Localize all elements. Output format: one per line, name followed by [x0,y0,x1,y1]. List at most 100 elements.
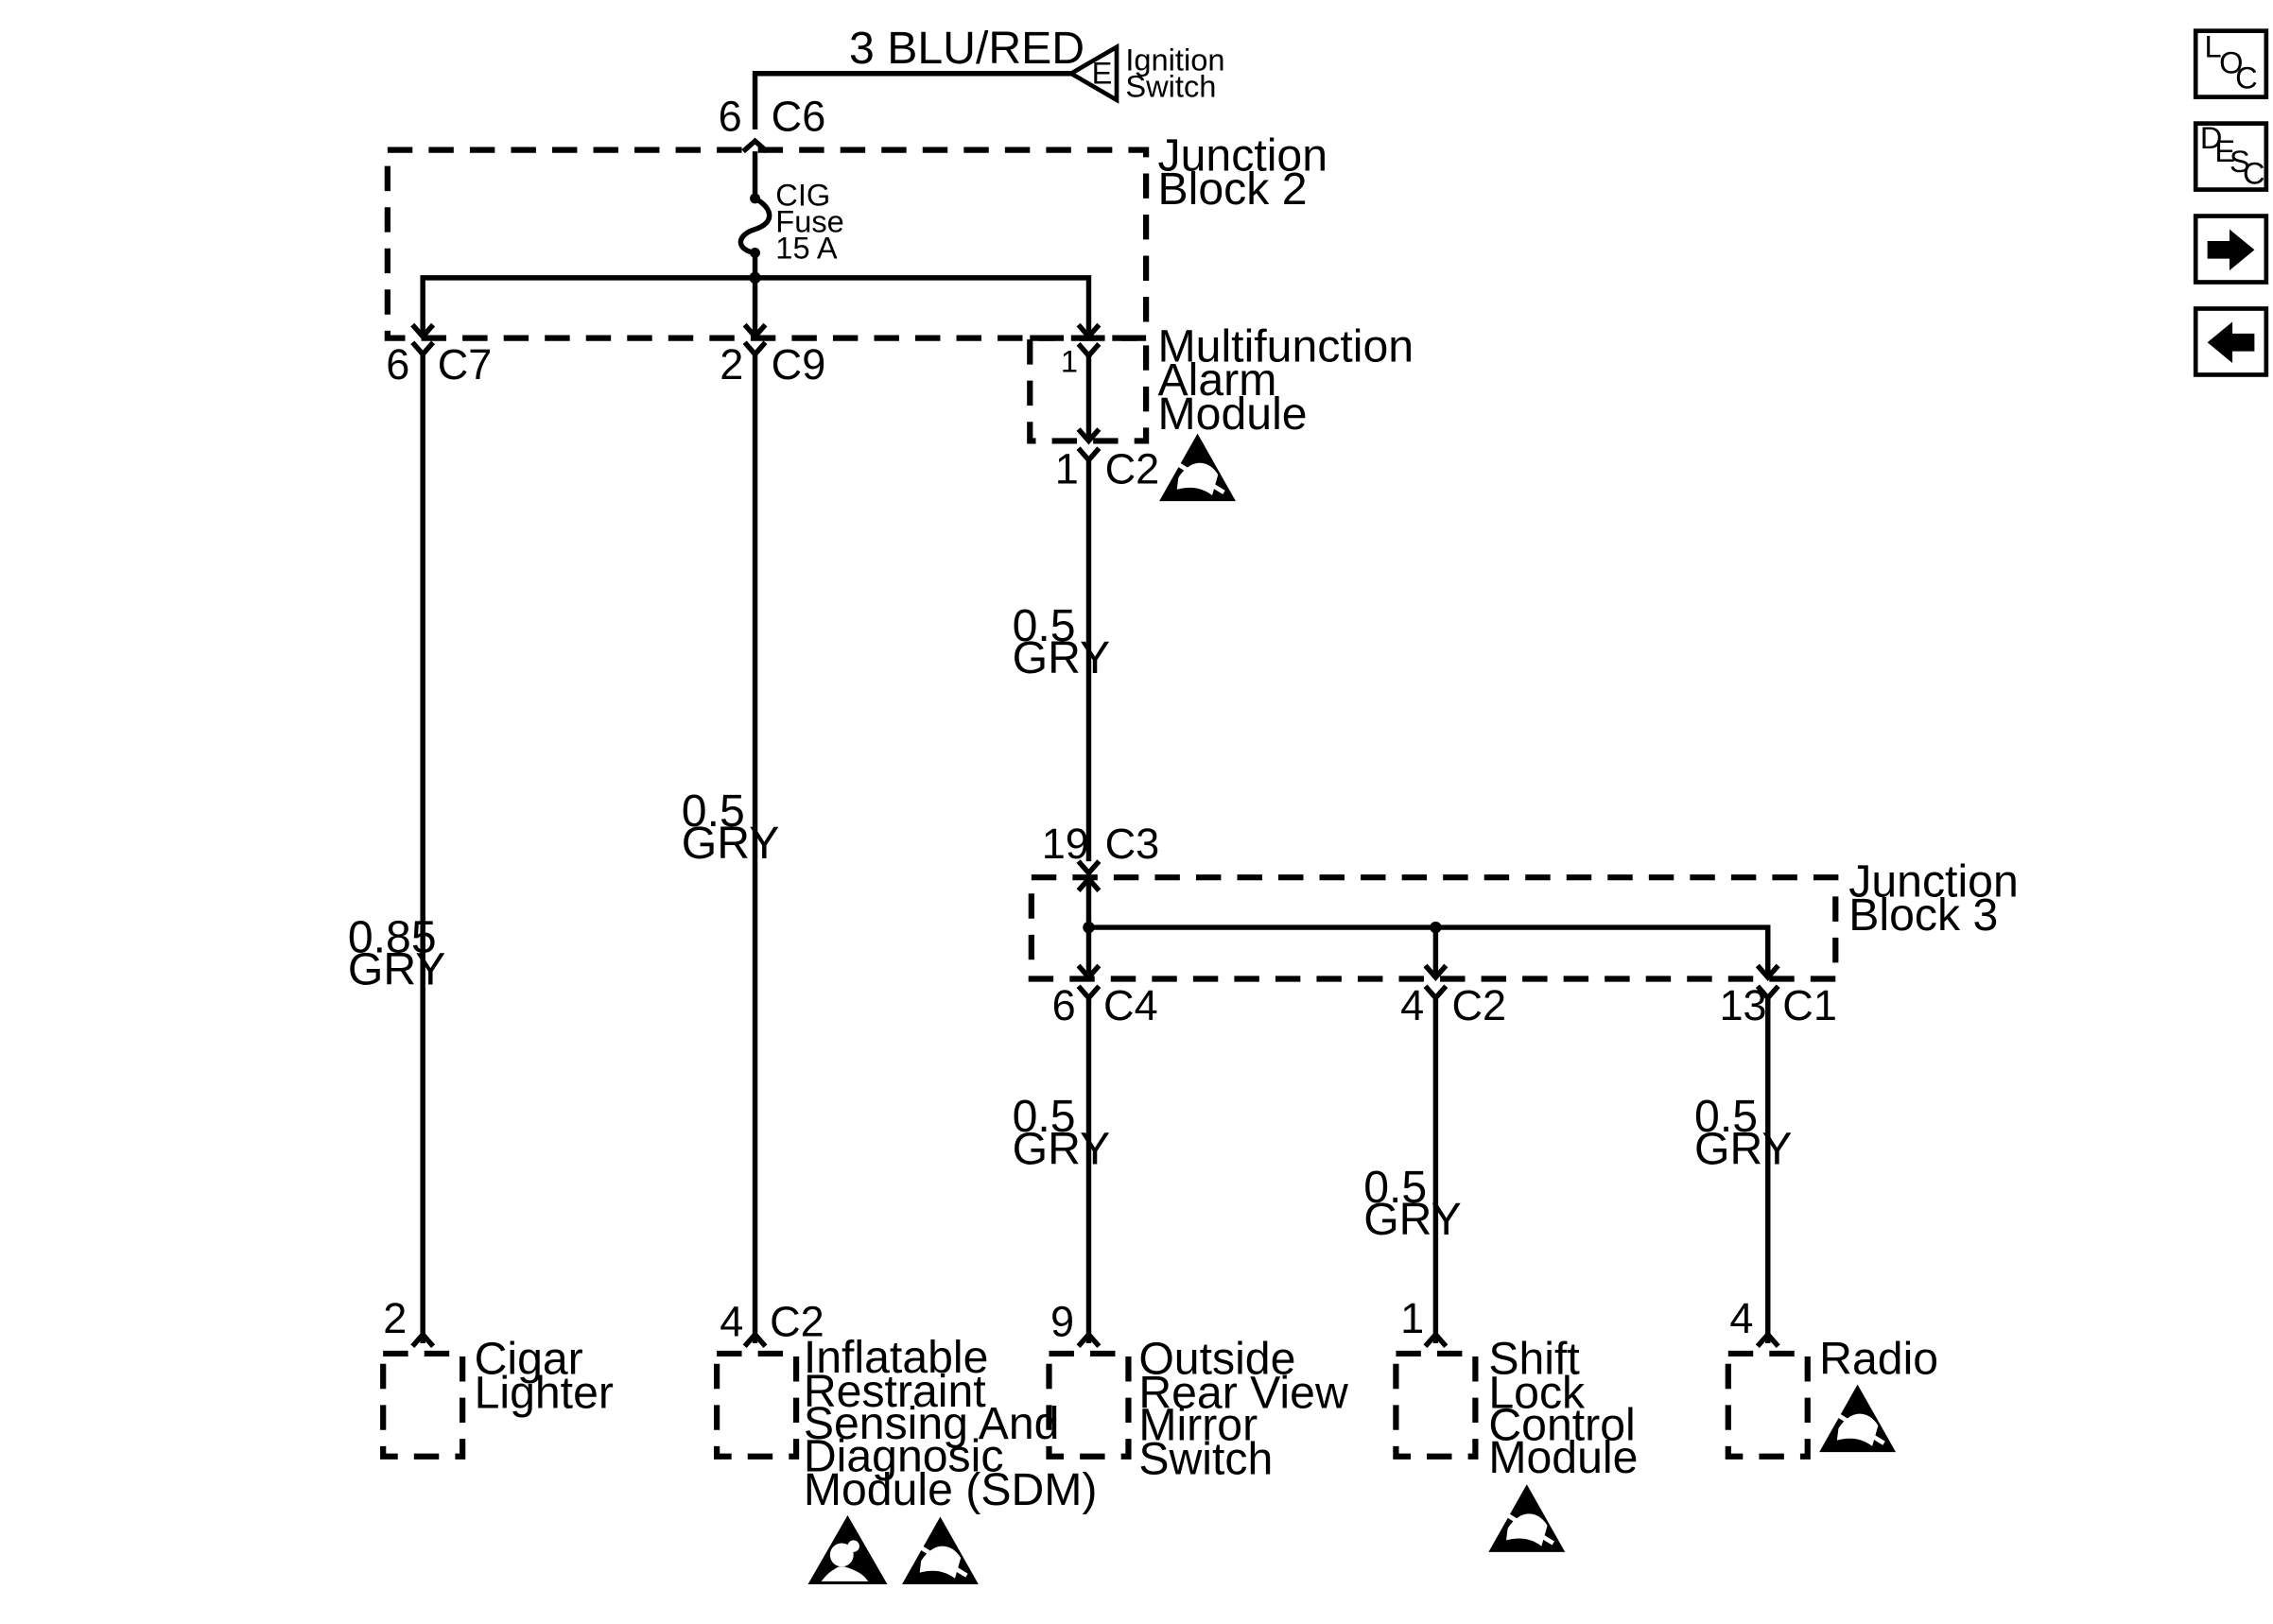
radio-connector-icon [1755,1330,1780,1348]
jb3-c4-pin: 6 [1052,981,1076,1029]
fuse-label-1: CIG [775,178,830,213]
sdm-connector: C2 [770,1297,824,1345]
jb3-arrow-c1 [1755,963,1780,982]
junction-block-2-title-2: Block 2 [1158,164,1308,215]
mirror-label-2: Rear View [1138,1367,1348,1418]
wire-3-blu-red [752,71,1071,130]
wire-cigar-color: GRY [348,944,446,995]
ignition-switch-label-2: Switch [1125,69,1216,104]
jb3-c1-pin: 13 [1719,981,1766,1029]
junction-block-2-title-1: Junction [1158,130,1327,181]
prev-button[interactable] [2193,306,2269,377]
alarm-c2-pin: 1 [1055,445,1079,493]
alarm-title-2: Alarm [1158,354,1277,406]
wire-radio-color: GRY [1694,1123,1793,1174]
fuse-label-2: Fuse [775,204,844,239]
wire-sdm-color: GRY [682,818,780,869]
jb2-arrow-c9 [742,322,768,341]
esd-sensitive-icon [1159,434,1236,502]
junction-block-3: 19 C3 Junction Block 3 6 C4 4 C2 13 C1 [1028,820,2019,1029]
c7-connector: C7 [438,340,493,389]
alarm-c2-connector: C2 [1105,445,1160,493]
jb3-c2-pin: 4 [1400,981,1424,1029]
shift-lock-label-2: Lock [1488,1367,1586,1418]
mirror-label-3: Mirror [1138,1400,1258,1451]
radio: 4 Radio [1725,1294,1938,1460]
esd-sensitive-icon [1488,1484,1565,1552]
next-button[interactable] [2193,214,2269,285]
wire-shift-size: 0.5 [1363,1162,1427,1213]
sdm-module: 4 C2 Inflatable Restraint Sensing And Di… [714,1297,1098,1585]
loc-button-frame[interactable] [2193,28,2269,99]
radio-outline [1725,1350,1811,1460]
arrow-right-icon[interactable] [2207,229,2255,271]
source-wire-label: 3 BLU/RED [849,23,1084,74]
desc-letter-s: S [2230,144,2250,179]
mirror-label-1: Outside [1138,1334,1295,1385]
jb2-input-pin: 6 [719,92,742,140]
wire-mirror-size: 0.5 [1013,1091,1076,1142]
sdm-label-5: Module (SDM) [804,1464,1098,1515]
alarm-inside-pin: 1 [1061,343,1078,378]
alarm-module-outline [1027,335,1150,444]
sdm-pin: 4 [720,1297,743,1345]
mirror-connector-icon [1076,1330,1102,1348]
jb3-arrow-c2 [1423,963,1449,982]
c7-connector-icon [410,340,436,358]
c9-connector: C9 [772,340,826,389]
multifunction-alarm-module: 1 Multifunction Alarm Module 1 C2 [1027,320,1414,502]
jb3-c2-connector: C2 [1451,981,1506,1029]
loc-button[interactable]: L O C [2193,28,2269,99]
junction-block-2: Junction Block 2 6 C6 CIG Fuse 15 A 6 C7… [384,92,1327,389]
arrow-left-icon[interactable] [2207,321,2255,364]
esd-sensitive-icon [1819,1385,1896,1453]
shift-lock-connector-icon [1423,1330,1449,1348]
sdm-label-3: Sensing And [804,1398,1060,1449]
wire-alarm-color: GRY [1013,632,1111,683]
junction-block-3-title-2: Block 3 [1848,890,1998,941]
wire-mirror-color: GRY [1013,1123,1111,1174]
connector-e-letter: E [1092,56,1113,91]
connector-e-arrow-icon [1067,43,1119,104]
cig-fuse-icon [737,196,772,256]
alarm-in-connector-icon [1076,342,1102,360]
radio-label: Radio [1819,1334,1938,1385]
jb3-node-2 [1430,921,1442,934]
c7-pin: 6 [386,340,409,389]
shift-lock-pin: 1 [1400,1294,1424,1342]
airbag-icon [807,1514,888,1585]
cigar-connector-icon [410,1330,436,1348]
wire-alarm-size: 0.5 [1013,600,1076,651]
jb3-arrow-c4 [1076,963,1102,982]
radio-pin: 4 [1729,1294,1753,1342]
wire-sdm-size: 0.5 [682,786,745,837]
sdm-label-2: Restraint [804,1366,986,1417]
junction-block-3-title-1: Junction [1848,855,2018,907]
sdm-label-4: Diagnosic [804,1430,1004,1481]
jb3-c4-connector-icon [1076,984,1102,1002]
desc-button-frame[interactable] [2193,121,2269,192]
desc-button[interactable]: D E S C [2193,120,2269,192]
jb3-c1-connector: C1 [1782,981,1837,1029]
mirror-label-4: Switch [1138,1433,1273,1484]
sdm-connector-icon [742,1330,768,1348]
wire-radio-size: 0.5 [1694,1091,1758,1142]
ignition-source: 3 BLU/RED E Ignition Switch [752,23,1225,130]
wire-shift-color: GRY [1363,1194,1462,1245]
c9-connector-icon [742,340,768,358]
desc-letter-c: C [2243,155,2265,190]
shift-lock-label-4: Module [1488,1432,1638,1483]
wire-cigar-size: 0.85 [348,911,437,962]
jb2-arrow-c7 [410,322,436,341]
sdm-outline [714,1350,800,1460]
jb3-c2-connector-icon [1423,984,1449,1002]
shift-lock-label-1: Shift [1488,1334,1580,1385]
jb2-bus-node [749,271,761,285]
alarm-internal-arrow [1076,427,1102,445]
jb3-c4-connector: C4 [1103,981,1158,1029]
jb2-input-connector-icon [741,137,769,154]
alarm-title-1: Multifunction [1158,320,1414,371]
c9-pin: 2 [720,340,743,389]
loc-letter-o: O [2219,45,2243,80]
